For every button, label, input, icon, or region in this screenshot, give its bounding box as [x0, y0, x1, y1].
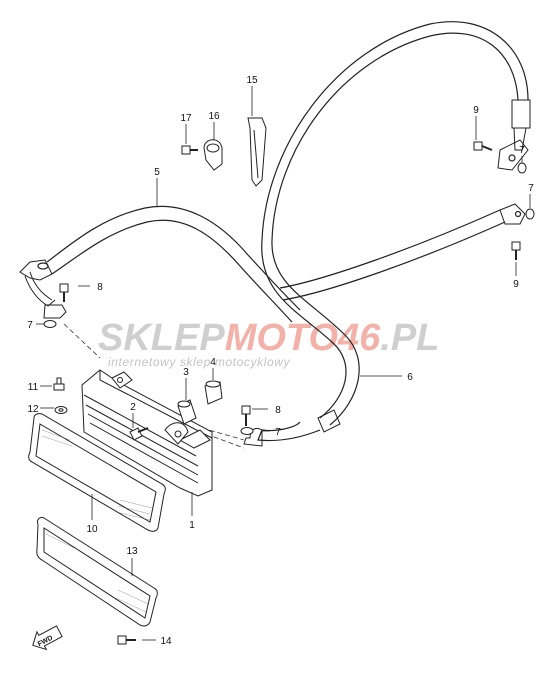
callout-7-mid-right: 7 — [528, 183, 534, 194]
watermark-brand-suffix: .PL — [380, 317, 439, 359]
callout-6: 6 — [407, 372, 413, 383]
callout-7-left: 7 — [27, 320, 33, 331]
callouts: 1 2 3 4 5 6 7 7 7 7 8 8 9 9 10 11 12 13 … — [27, 75, 534, 647]
callout-10: 10 — [86, 524, 98, 535]
callout-14: 14 — [160, 636, 172, 647]
grille-10-mesh — [41, 429, 153, 521]
leader-dashes — [63, 323, 245, 449]
small-parts — [43, 117, 535, 645]
callout-7-right: 7 — [275, 427, 281, 438]
callout-13: 13 — [126, 546, 138, 557]
callout-leaders — [36, 86, 531, 641]
watermark-tagline: internetowy sklep motocyklowy — [108, 355, 291, 369]
callout-17: 17 — [180, 113, 192, 124]
watermark-brand-prefix: SKLEP — [98, 317, 225, 359]
callout-9-right: 9 — [513, 279, 519, 290]
callout-8-left: 8 — [97, 282, 103, 293]
callout-15: 15 — [246, 75, 258, 86]
callout-12: 12 — [27, 404, 39, 415]
callout-1: 1 — [189, 520, 195, 531]
svg-text:SKLEPMOTO46.PL: SKLEPMOTO46.PL — [98, 317, 439, 359]
watermark-brand-highlight: MOTO46 — [225, 317, 381, 359]
callout-7-top-right: 7 — [519, 145, 525, 156]
callout-2: 2 — [130, 402, 136, 413]
callout-8-right: 8 — [275, 405, 281, 416]
watermark: SKLEPMOTO46.PL internetowy sklep motocyk… — [98, 317, 439, 369]
screen-13-mesh — [45, 533, 149, 613]
callout-5: 5 — [154, 167, 160, 178]
callout-4: 4 — [210, 357, 216, 368]
callout-16: 16 — [208, 111, 220, 122]
hose-6 — [243, 21, 531, 447]
hose-5 — [19, 205, 301, 323]
callout-9-top: 9 — [473, 105, 479, 116]
callout-3: 3 — [183, 367, 189, 378]
fwd-arrow-icon: FWD — [32, 625, 63, 651]
callout-11: 11 — [28, 382, 39, 393]
